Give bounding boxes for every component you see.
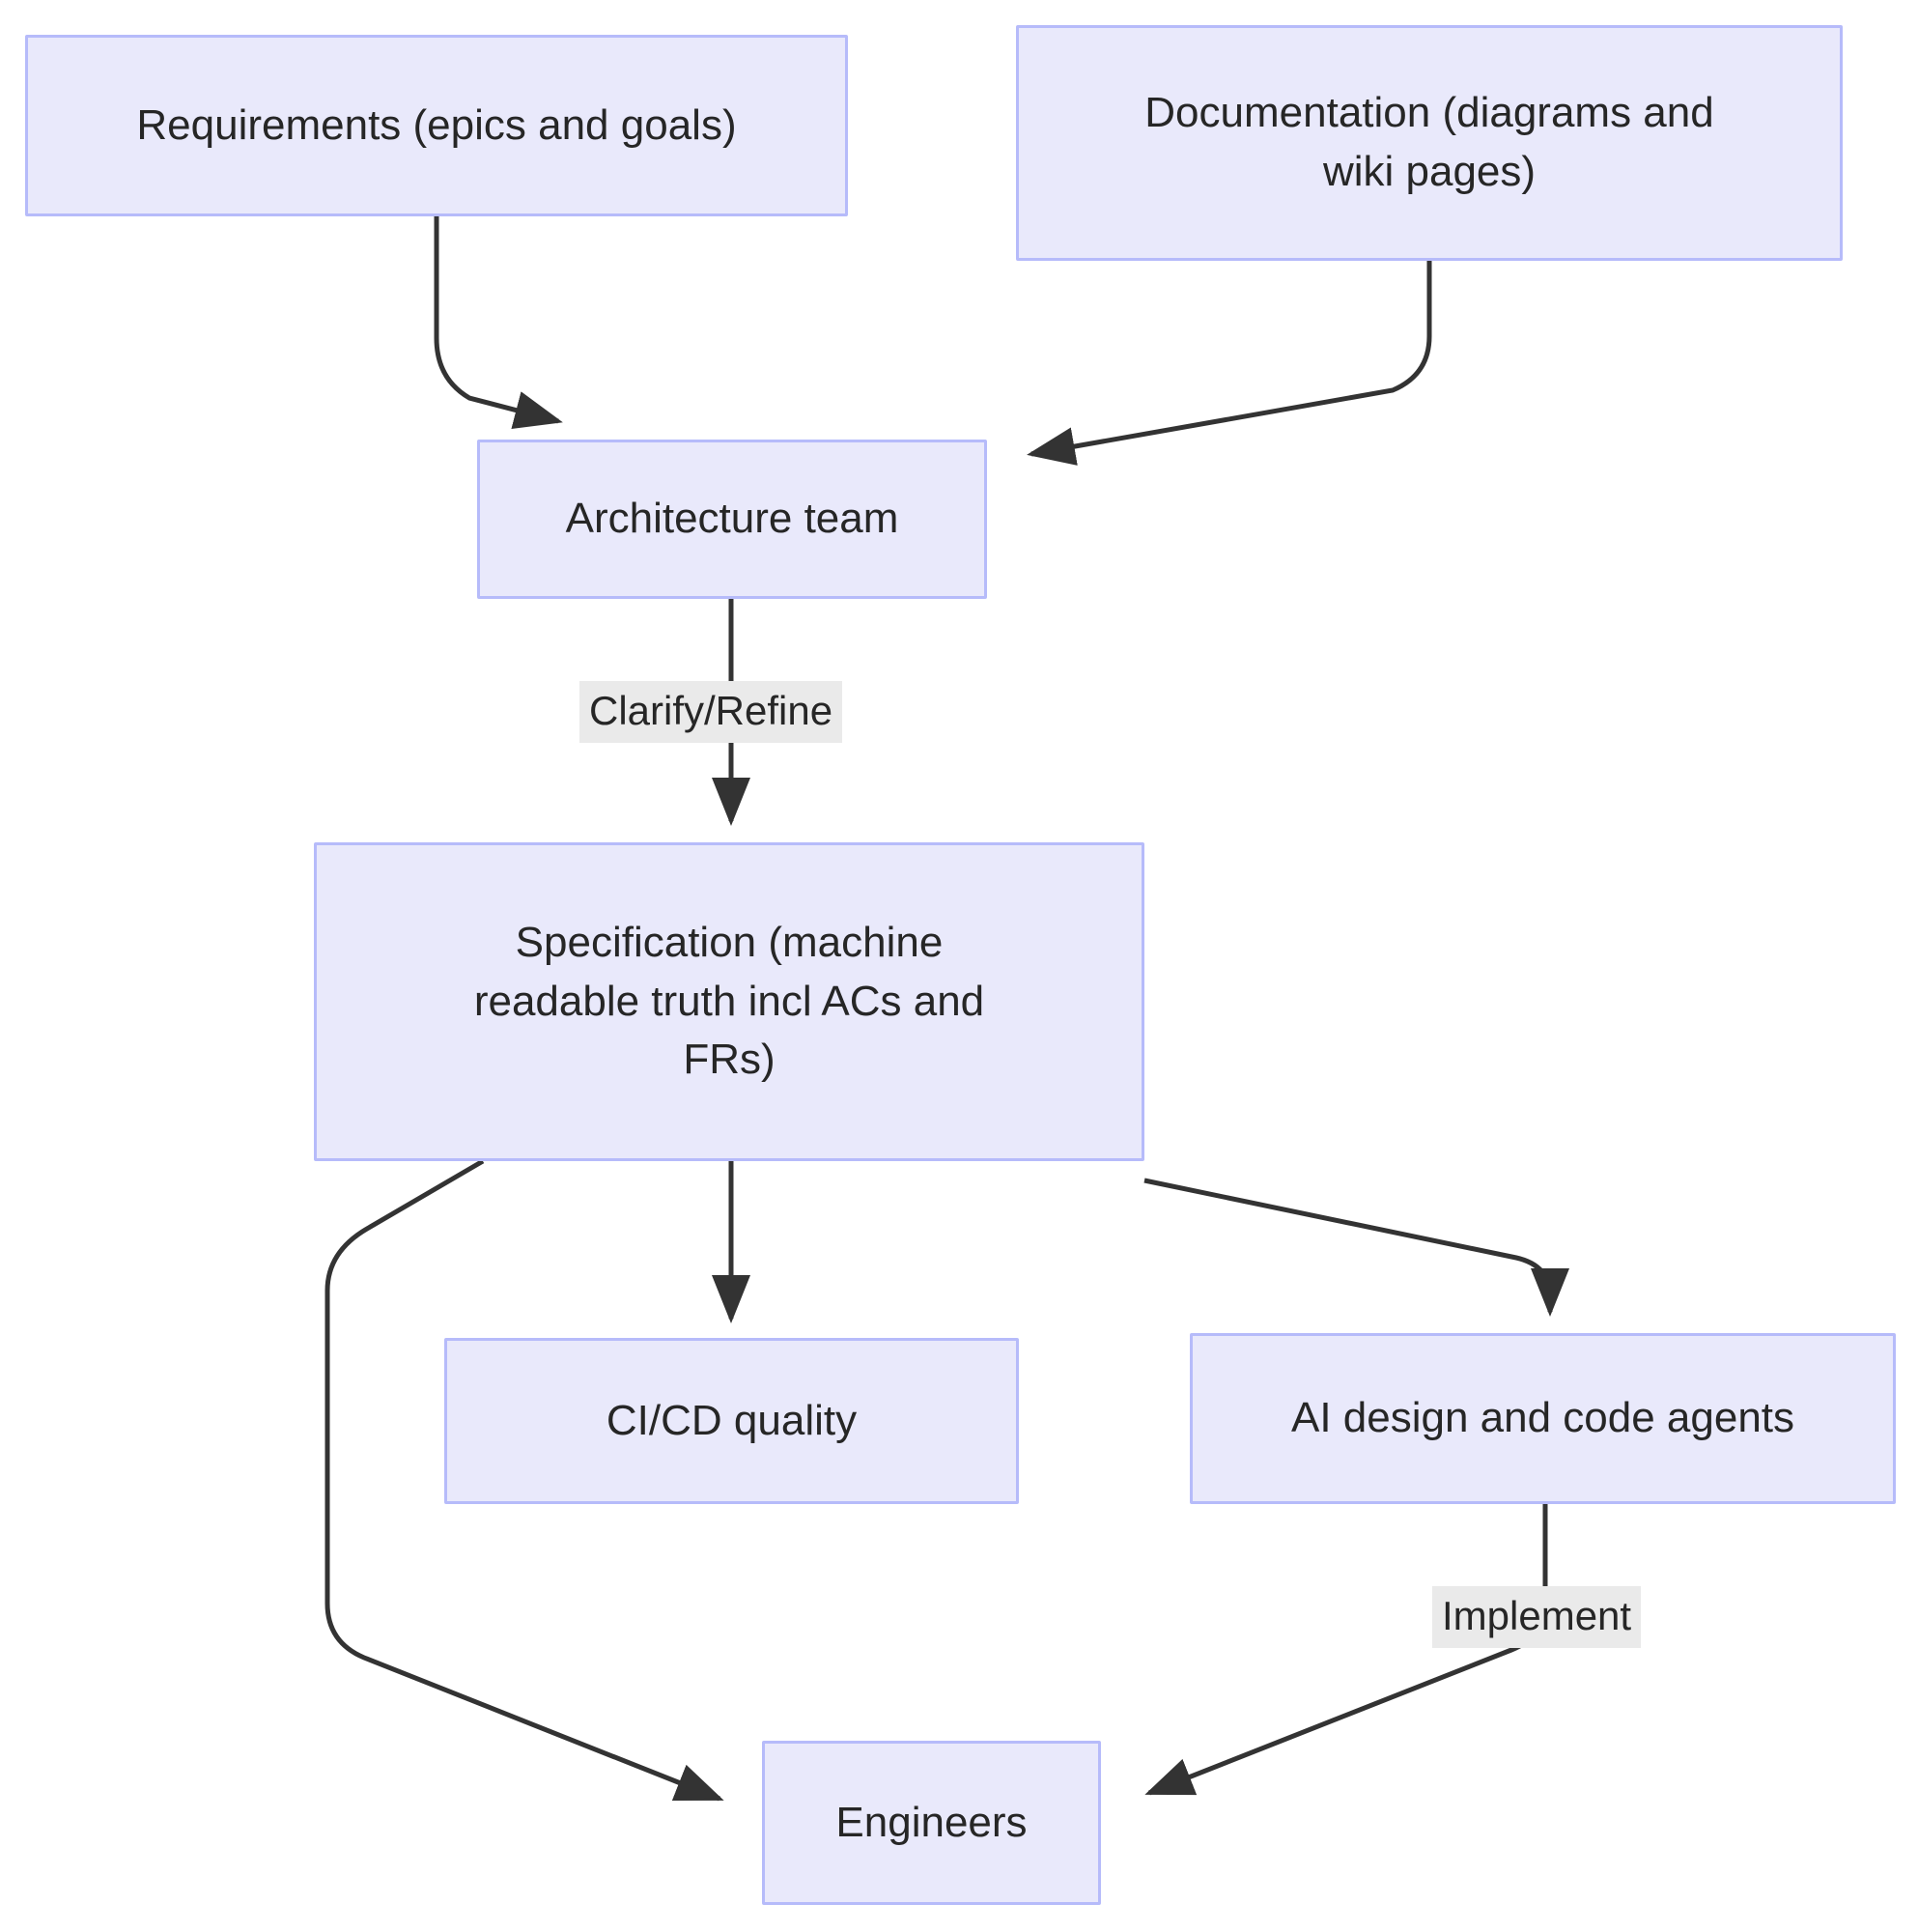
edge-requirements-to-architecture bbox=[434, 216, 563, 429]
node-requirements[interactable]: Requirements (epics and goals) bbox=[25, 35, 848, 216]
edge-specification-to-aiagents bbox=[1143, 1178, 1569, 1317]
node-documentation-label: Documentation (diagrams and wiki pages) bbox=[1144, 89, 1714, 195]
node-ai-design-and-code-agents-label: AI design and code agents bbox=[1290, 1394, 1795, 1442]
node-ai-design-and-code-agents[interactable]: AI design and code agents bbox=[1190, 1333, 1896, 1504]
node-architecture-team-label: Architecture team bbox=[565, 495, 899, 543]
node-cicd-quality[interactable]: CI/CD quality bbox=[444, 1338, 1019, 1504]
node-specification[interactable]: Specification (machine readable truth in… bbox=[314, 842, 1144, 1161]
node-engineers[interactable]: Engineers bbox=[762, 1741, 1101, 1905]
node-documentation[interactable]: Documentation (diagrams and wiki pages) bbox=[1016, 25, 1843, 261]
edge-specification-to-engineers bbox=[324, 1158, 724, 1802]
node-engineers-label: Engineers bbox=[835, 1798, 1028, 1846]
node-requirements-label: Requirements (epics and goals) bbox=[136, 100, 737, 149]
edge-label-clarify-refine: Clarify/Refine bbox=[579, 681, 843, 744]
edge-label-implement: Implement bbox=[1432, 1586, 1642, 1649]
node-specification-label: Specification (machine readable truth in… bbox=[473, 918, 985, 1084]
node-architecture-team[interactable]: Architecture team bbox=[477, 440, 987, 599]
edge-aiagents-to-engineers bbox=[1144, 1504, 1548, 1796]
edge-documentation-to-architecture bbox=[1027, 261, 1432, 466]
node-cicd-quality-label: CI/CD quality bbox=[606, 1396, 858, 1444]
